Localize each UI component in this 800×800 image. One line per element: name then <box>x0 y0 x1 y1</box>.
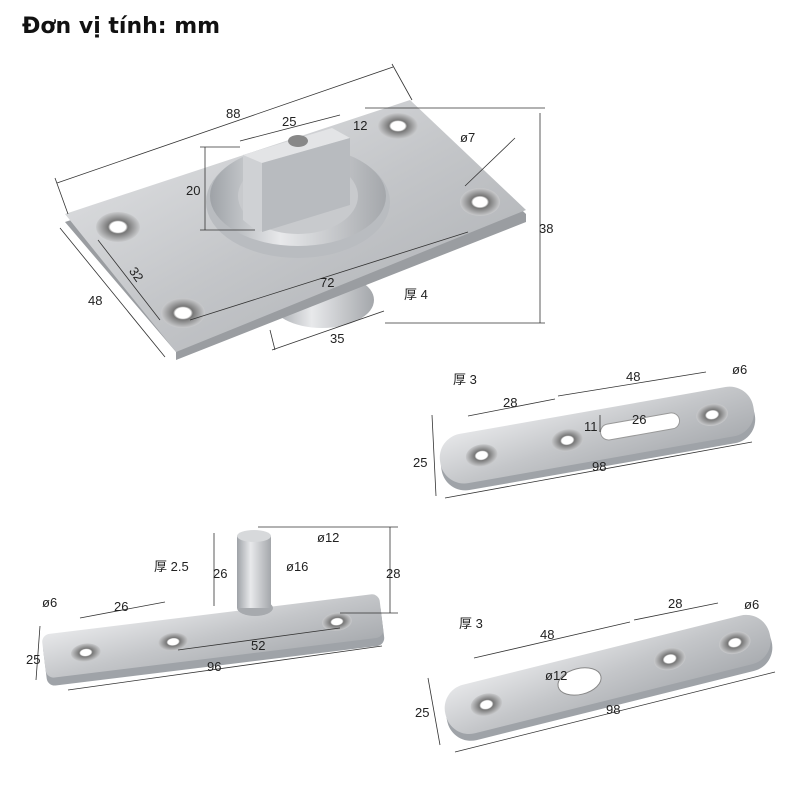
unit-title: Đơn vị tính: mm <box>22 14 221 39</box>
dim-o12: ø12 <box>317 530 339 545</box>
hole <box>161 298 205 328</box>
dim-26-spacing: 26 <box>114 599 128 614</box>
dim-28: 28 <box>668 596 682 611</box>
dim-o16: ø16 <box>286 559 308 574</box>
slot-plate-part: 厚 3 28 48 ø6 11 26 25 98 <box>413 362 756 499</box>
dim-thickness-2-5: 厚 2.5 <box>154 559 189 574</box>
pin-plate-part: 厚 2.5 ø6 26 ø12 26 ø16 28 52 96 25 <box>26 526 400 691</box>
dim-32: 32 <box>126 264 147 284</box>
hole <box>378 113 418 139</box>
dim-o6: ø6 <box>744 597 759 612</box>
dim-52: 52 <box>251 638 265 653</box>
dim-48: 48 <box>626 369 640 384</box>
dim-96: 96 <box>207 659 221 674</box>
dim-thickness-3: 厚 3 <box>459 616 483 631</box>
dim-o6: ø6 <box>732 362 747 377</box>
dim-25: 25 <box>413 455 427 470</box>
dim-thickness-3: 厚 3 <box>453 372 477 387</box>
dim-72: 72 <box>320 275 334 290</box>
plate <box>444 614 771 734</box>
hole <box>96 212 140 242</box>
dim-48: 48 <box>540 627 554 642</box>
dim-o12: ø12 <box>545 668 567 683</box>
dim-20: 20 <box>186 183 200 198</box>
hole-plate-part: 厚 3 48 28 ø6 ø12 25 98 <box>415 596 776 753</box>
dim-48: 48 <box>88 293 102 308</box>
dim-12: 12 <box>353 118 367 133</box>
pin <box>237 536 271 608</box>
dim-25: 25 <box>415 705 429 720</box>
dim-25: 25 <box>26 652 40 667</box>
dim-35: 35 <box>330 331 344 346</box>
dim-o7: ø7 <box>460 130 475 145</box>
plate <box>439 386 755 484</box>
dim-98: 98 <box>592 459 606 474</box>
dim-o6: ø6 <box>42 595 57 610</box>
dim-38: 38 <box>539 221 553 236</box>
dim-88: 88 <box>226 106 240 121</box>
dim-26: 26 <box>632 412 646 427</box>
dim-11: 11 <box>584 419 598 434</box>
dim-25: 25 <box>282 114 296 129</box>
dim-26-height: 26 <box>213 566 227 581</box>
hole <box>460 188 500 216</box>
dim-28: 28 <box>503 395 517 410</box>
dim-98: 98 <box>606 702 620 717</box>
top-pivot-part: 88 25 12 ø7 20 38 48 32 72 厚 4 35 <box>54 63 553 360</box>
dim-thickness-4: 厚 4 <box>404 287 428 302</box>
dim-28: 28 <box>386 566 400 581</box>
plate <box>42 594 384 678</box>
